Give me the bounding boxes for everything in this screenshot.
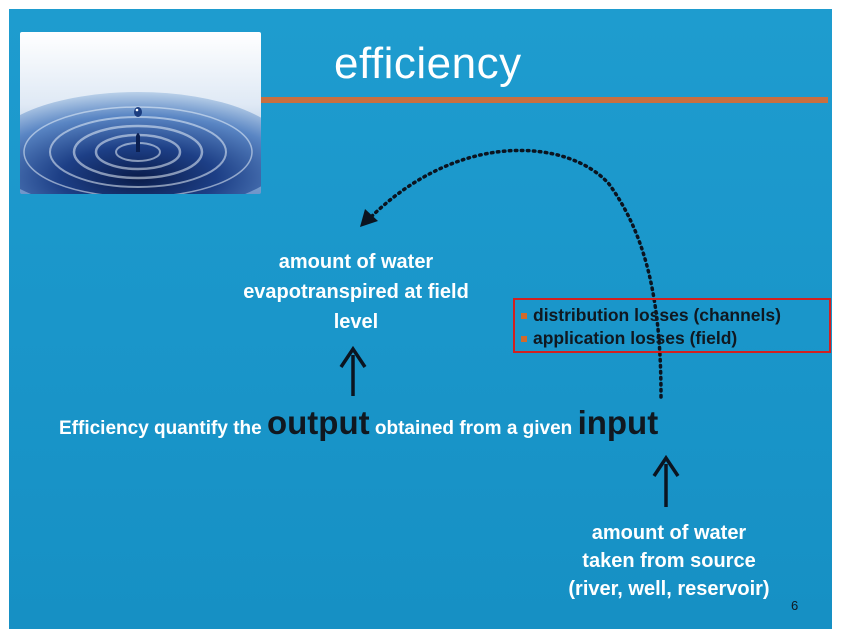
page-number: 6 bbox=[791, 598, 799, 613]
title-underline bbox=[261, 97, 828, 103]
input-word: input bbox=[577, 404, 659, 441]
slide: efficiency amount of water evapotranspir… bbox=[9, 9, 832, 629]
arrows-layer bbox=[339, 148, 680, 507]
bullet-icon bbox=[521, 312, 527, 319]
loss-item: application losses (field) bbox=[521, 327, 829, 350]
slide-title: efficiency bbox=[334, 39, 522, 88]
losses-box: distribution losses (channels) applicati… bbox=[513, 298, 831, 353]
bullet-icon bbox=[521, 335, 527, 342]
up-arrow-icon bbox=[339, 345, 367, 396]
dotted-arrow-head bbox=[360, 209, 378, 227]
up-arrow-icon bbox=[652, 454, 680, 507]
source-label: amount of water taken from source (river… bbox=[568, 522, 770, 600]
water-drop-photo bbox=[20, 32, 261, 194]
output-label: amount of water evapotranspired at field… bbox=[243, 251, 469, 333]
loss-item: distribution losses (channels) bbox=[521, 304, 829, 327]
output-word: output bbox=[266, 404, 370, 441]
dotted-curved-arrow bbox=[367, 148, 663, 399]
efficiency-statement: Efficiency quantify the output obtained … bbox=[59, 404, 659, 441]
